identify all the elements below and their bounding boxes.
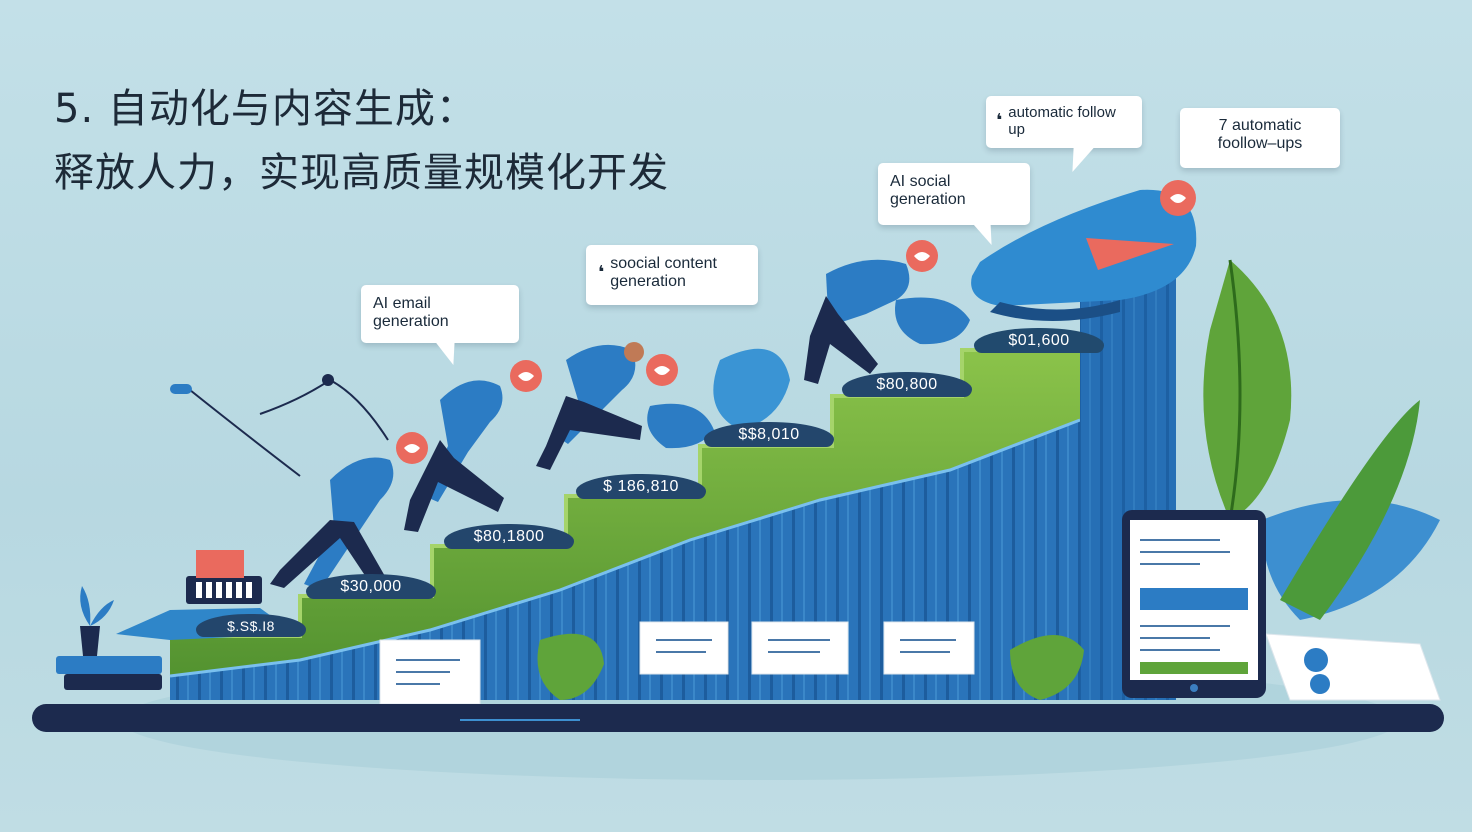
megaphone-icon (971, 189, 1197, 321)
step-amount: $01,600 (974, 328, 1104, 353)
pen-nib-icon: ❛ (598, 262, 605, 283)
person-icon (536, 342, 644, 470)
page-subtitle: 释放人力，实现高质量规模化开发 (54, 150, 669, 196)
step-amount: $$8,010 (704, 422, 834, 447)
person-icon (270, 457, 394, 598)
step-amount: $80,1800 (444, 524, 574, 549)
heart-badges (396, 180, 1196, 464)
page-title: 5. 自动化与内容生成： (54, 86, 477, 132)
callout-label: soocial content generation (610, 255, 717, 290)
callout-auto-follow: ❛ automatic follow up (986, 96, 1142, 172)
callout-social-content: ❛ soocial content generation (586, 245, 758, 305)
step-amount: $.S$.I8 (196, 614, 306, 637)
person-icon (404, 380, 504, 532)
step-amount: $30,000 (306, 574, 436, 599)
pen-nib-icon: ❛ (996, 110, 1003, 131)
callout-label: AI email generation (373, 295, 449, 330)
step-amount: $80,800 (842, 372, 972, 397)
callout-label: automatic follow up (1008, 104, 1116, 138)
leaf-icon (537, 259, 1440, 700)
tablet-icon (1122, 510, 1266, 698)
person-icon (804, 259, 910, 384)
climbing-people (270, 259, 910, 598)
callout-ai-email: AI email generation (361, 285, 519, 365)
document-icon (379, 621, 1441, 705)
base-platform (32, 704, 1444, 732)
callout-label: 7 automatic foollow–ups (1217, 117, 1303, 152)
trajectory-line (170, 374, 389, 477)
step-amount: $ 186,810 (576, 474, 706, 499)
callout-label: AI social generation (890, 173, 966, 208)
callout-seven-followups: 7 automatic foollow–ups (1180, 108, 1340, 168)
plant-icon (80, 586, 114, 656)
callout-ai-social: AI social generation (878, 163, 1030, 245)
